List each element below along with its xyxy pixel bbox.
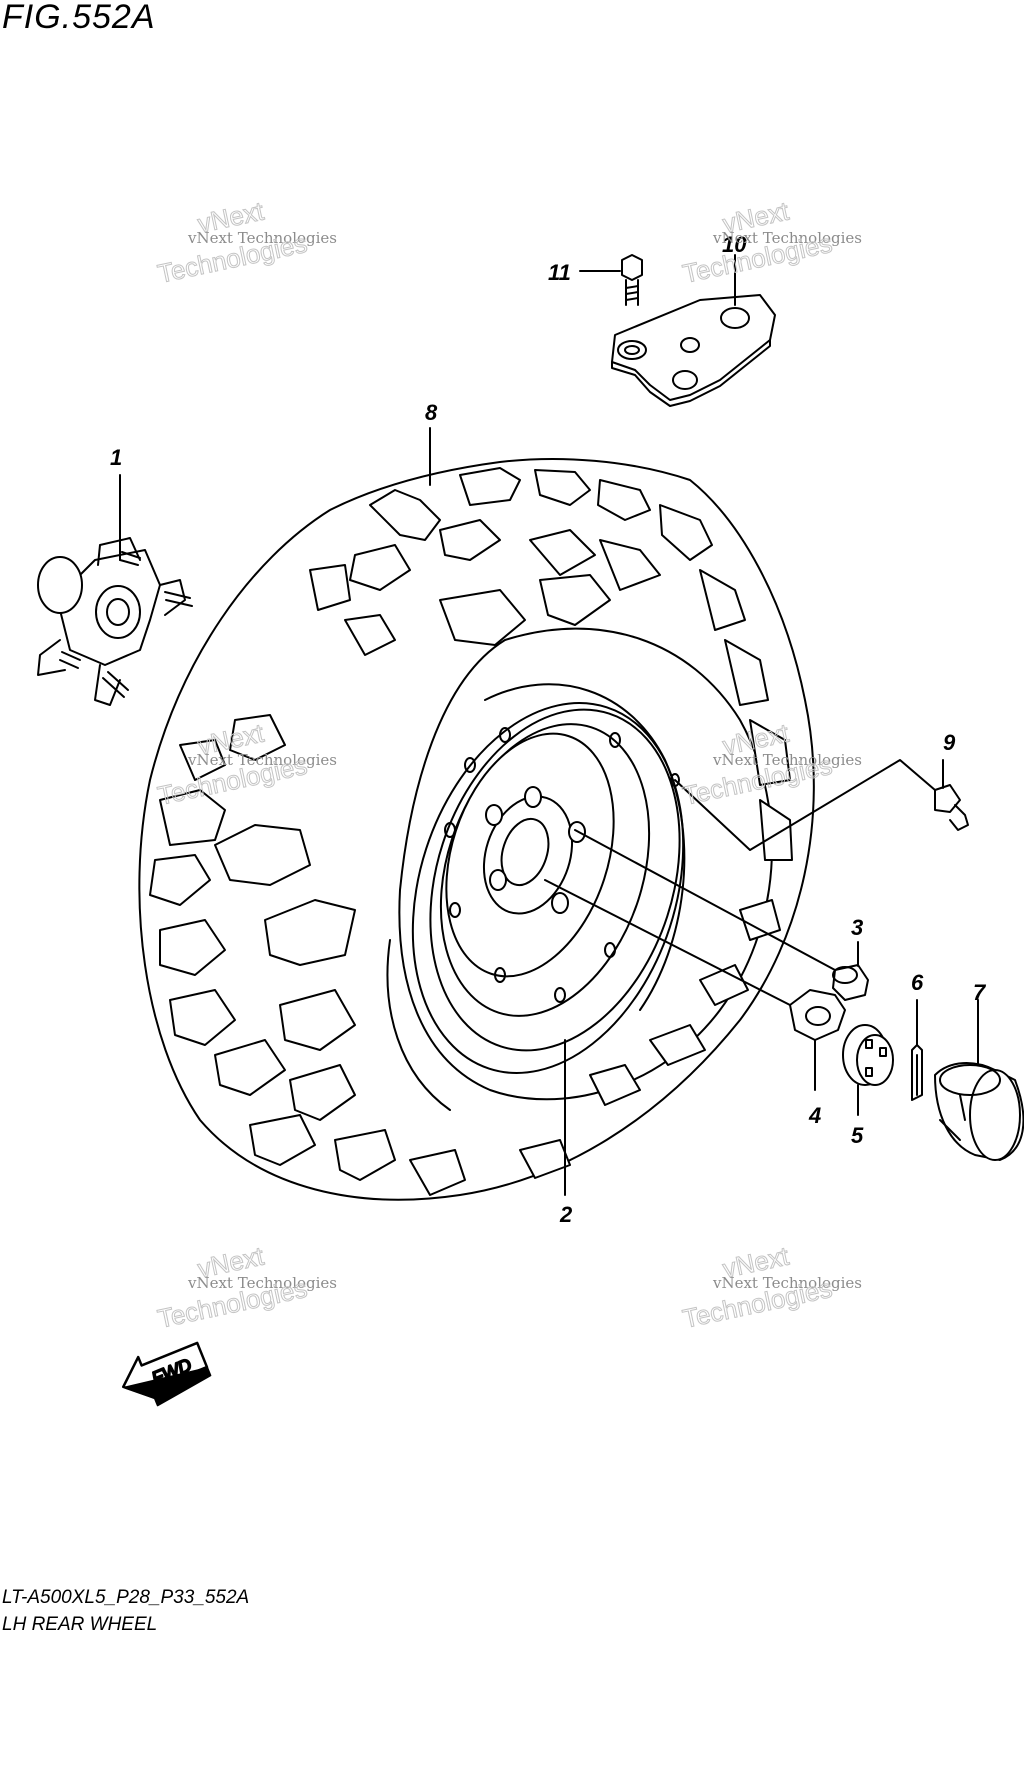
part-3-nut[interactable] — [574, 829, 869, 1001]
callout-10[interactable]: 10 — [722, 232, 747, 257]
figure-code: LT-A500XL5_P28_P33_552A — [2, 1587, 250, 1608]
watermark-top-right: vNext vNext Technologies Technologies — [680, 195, 863, 289]
watermark-mid-right: vNext vNext Technologies Technologies — [680, 717, 863, 811]
callout-2[interactable]: 2 — [559, 1202, 573, 1227]
figure-title: FIG.552A — [2, 0, 156, 36]
callout-4[interactable]: 4 — [808, 1103, 821, 1128]
svg-text:vNext Technologies: vNext Technologies — [712, 229, 862, 247]
part-8-tire[interactable] — [138, 458, 815, 1201]
callout-1[interactable]: 1 — [110, 445, 122, 470]
part-7-hub-cap[interactable] — [934, 999, 1024, 1161]
part-6-cotter-pin[interactable] — [911, 999, 923, 1101]
svg-text:vNext Technologies: vNext Technologies — [187, 1274, 337, 1292]
callout-7[interactable]: 7 — [973, 980, 987, 1005]
svg-text:vNext Technologies: vNext Technologies — [187, 751, 337, 769]
callouts: 1 2 3 4 5 6 7 8 9 10 11 — [110, 232, 987, 1227]
svg-text:vNext Technologies: vNext Technologies — [712, 751, 862, 769]
watermark-bottom-right: vNext vNext Technologies Technologies — [680, 1240, 863, 1334]
part-9-valve[interactable] — [674, 759, 969, 851]
callout-8[interactable]: 8 — [425, 400, 438, 425]
callout-5[interactable]: 5 — [851, 1123, 864, 1148]
svg-text:vNext Technologies: vNext Technologies — [187, 229, 337, 247]
callout-6[interactable]: 6 — [911, 970, 924, 995]
part-2-rim[interactable] — [368, 668, 729, 1109]
watermark-top-left: vNext vNext Technologies Technologies — [155, 195, 338, 289]
figure-name: LH REAR WHEEL — [2, 1614, 158, 1635]
part-1-wheel-hub[interactable] — [37, 537, 193, 706]
callout-11[interactable]: 11 — [548, 260, 571, 285]
callout-3[interactable]: 3 — [851, 915, 863, 940]
fwd-arrow-icon: FWD — [122, 1341, 212, 1407]
part-11-bolt[interactable] — [579, 254, 643, 306]
part-10-bracket[interactable] — [611, 294, 776, 407]
watermark-mid-left: vNext vNext Technologies Technologies — [155, 717, 338, 811]
callout-9[interactable]: 9 — [943, 730, 956, 755]
svg-text:vNext Technologies: vNext Technologies — [712, 1274, 862, 1292]
part-4-washer[interactable] — [544, 879, 846, 1091]
part-5-castle-nut[interactable] — [842, 1024, 894, 1116]
watermark-bottom-left: vNext vNext Technologies Technologies — [155, 1240, 338, 1334]
